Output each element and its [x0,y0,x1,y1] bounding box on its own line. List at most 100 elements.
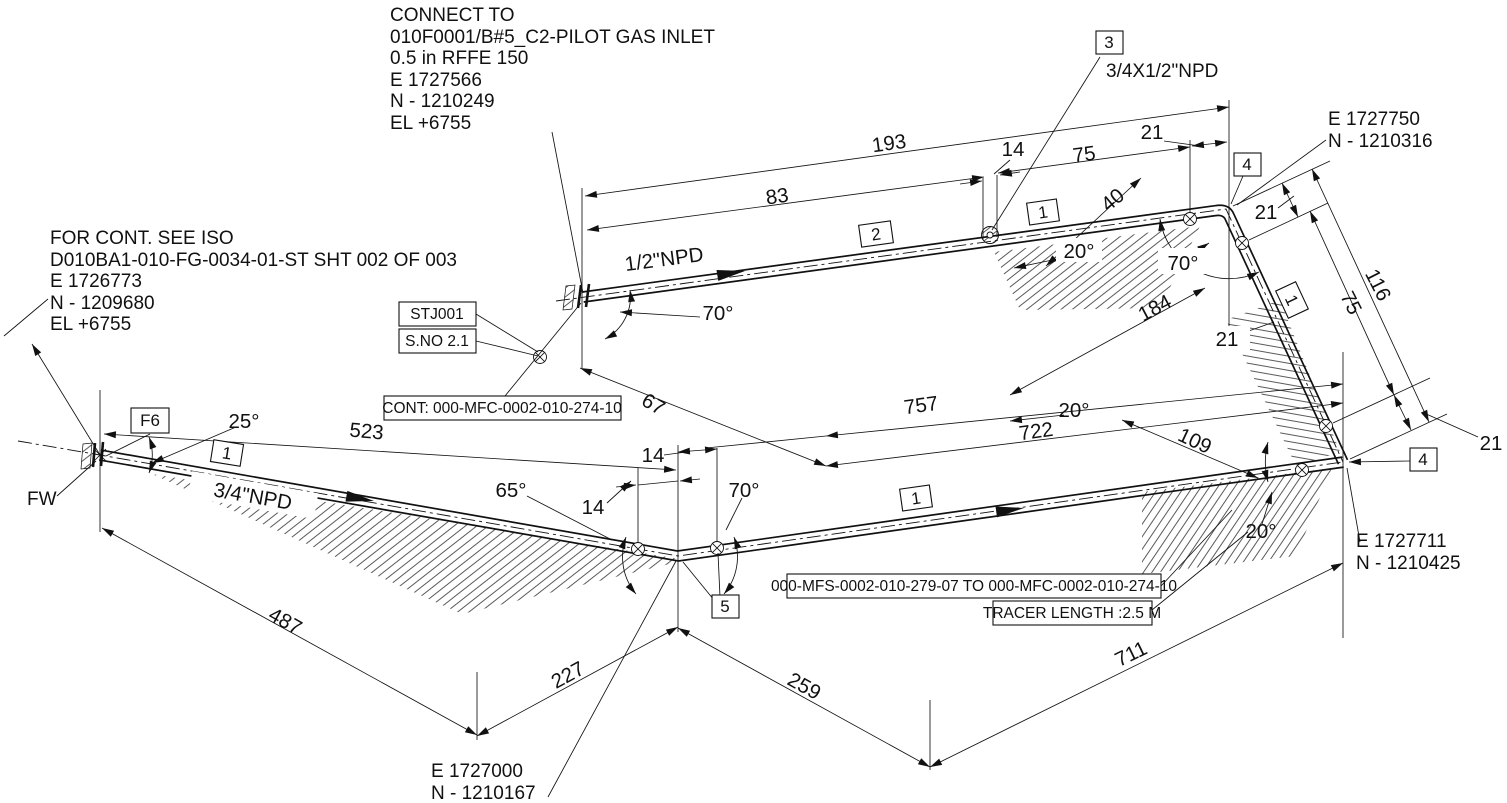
tag-4-vertex: 4 [1409,447,1438,472]
dimension-lines [101,105,1430,768]
note-line: E 1727000 [431,761,523,782]
flow-arrow-icon [345,490,374,502]
arc-20deg-right [1261,441,1269,483]
dim-523: 523 [349,419,385,445]
weld-icon [1183,212,1197,226]
dim-259: 259 [784,668,825,705]
dim-line-711 [929,562,1344,768]
dim-arrow-14l-right [679,476,701,484]
dim-21-elbow: 21 [1255,201,1278,224]
angle-20-mid: 20° [1058,399,1089,422]
note-line: E 1727750 [1328,109,1420,130]
note-line: CONNECT TO [390,5,515,26]
dim-line-14-mid-lower [637,480,679,486]
dim-line-116 [1311,168,1430,423]
tag-2: 2 [858,220,894,248]
angle-20-top: 20° [1063,240,1094,263]
note-line: N - 1210316 [1328,131,1433,152]
dim-line-523 [103,431,677,473]
flange-field-weld [80,441,107,470]
flange-pilot-gas-inlet [562,283,591,311]
dim-14-mid-upper: 14 [642,444,665,467]
tag-text: 2 [870,224,882,244]
callout-text: 000-MFS-0002-010-279-07 TO 000-MFC-0002-… [771,578,1177,595]
tag-text: 1 [910,488,922,508]
callout-mfs-to-mfc: 000-MFS-0002-010-279-07 TO 000-MFC-0002-… [771,573,1177,599]
callout-text: S.NO 2.1 [405,333,469,350]
weld-icon [631,542,645,556]
note-line: E 1726773 [50,271,142,292]
dim-line-14-mid-upper [677,446,718,455]
callout-text: TRACER LENGTH :2.5 M [983,605,1161,622]
tag-text: 5 [720,597,729,616]
dim-arrow-14-left [959,179,983,187]
pipe-bottom-upper-wall [100,449,1343,552]
tag-1-top: 1 [1025,198,1061,226]
arc-70deg-top [604,289,636,340]
callout-tracer-length: TRACER LENGTH :2.5 M [983,600,1161,626]
callout-text: F6 [140,411,160,430]
note-line: N - 1210249 [390,91,495,112]
dim-83: 83 [764,184,790,210]
dim-487: 487 [265,603,306,640]
note-line: EL +6755 [390,113,471,134]
hatch-band-bottom-right [1142,468,1332,574]
weld-icon [710,541,724,555]
weld-icon [1295,463,1309,477]
dim-722: 722 [1018,418,1055,446]
dim-line-722 [825,401,1344,468]
angle-65: 65° [495,479,526,502]
tag-5: 5 [711,594,740,619]
fw-label: FW [27,489,57,510]
tag-3: 3 [1095,30,1124,55]
dim-227: 227 [547,657,588,694]
dim-67: 67 [638,389,669,420]
dim-193: 193 [871,130,908,157]
flow-arrows [345,270,1024,518]
arc-65deg [618,536,637,595]
reducer-icon [981,226,999,244]
weld-icon [1235,236,1249,250]
note-line: E 1727566 [390,70,482,91]
dim-109: 109 [1174,423,1215,458]
note-line: N - 1210425 [1356,553,1461,574]
pipe-label-reducer: 3/4X1/2"NPD [1106,61,1218,82]
note-line: N - 1210167 [431,783,536,803]
flow-arrow-icon [716,270,745,281]
tag-text: 3 [1104,33,1113,52]
leader-lines [3,56,1479,798]
pipe-label-three-quarter-npd: 3/4"NPD [187,471,319,520]
dim-line-184 [1009,287,1206,396]
dim-14-top: 14 [1002,138,1025,161]
tag-text: 1 [1037,202,1049,222]
dim-14-mid-lower: 14 [582,496,605,519]
tag-1-diagonal: 1 [1274,281,1310,319]
weld-icon [533,350,547,364]
tag-text: 1 [221,443,233,463]
angle-25: 25° [228,410,259,433]
angle-70-elbow: 70° [1167,252,1198,275]
dim-line-109 [1121,419,1259,479]
note-line: FOR CONT. SEE ISO [50,228,234,249]
note-line: N - 1209680 [50,293,155,314]
tag-4-elbow: 4 [1233,152,1262,177]
note-coord-south: E 1727000 N - 1210167 [431,761,536,803]
callout-f6: F6 [130,407,170,434]
note-line: EL +6755 [50,314,131,335]
tracer-hatch-bands [152,226,1340,614]
note-line: E 1727711 [1356,531,1447,552]
dim-line-487 [101,527,478,736]
weld-icon [1319,419,1333,433]
dim-75-top: 75 [1071,142,1097,168]
dim-40: 40 [1097,184,1129,216]
dim-116: 116 [1360,265,1395,305]
dim-711: 711 [1111,637,1150,672]
label-plate [1158,248,1208,274]
tag-text: 4 [1242,155,1251,174]
tag-1-bottom-left: 1 [209,439,245,467]
dim-line-83 [586,175,985,232]
callout-text: CONT: 000-MFC-0002-010-274-10 [382,400,622,417]
arc-70deg-center [723,536,742,595]
dim-21-top: 21 [1141,121,1164,144]
